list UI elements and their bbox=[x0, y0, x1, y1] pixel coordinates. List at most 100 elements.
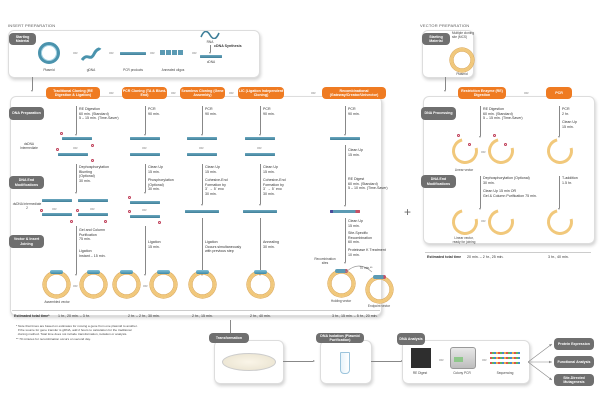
or-label: OR bbox=[199, 146, 204, 150]
output-functional-analysis[interactable]: Functional Analysis bbox=[554, 356, 594, 368]
or-label: OR bbox=[439, 358, 444, 362]
annealed-oligos-icon bbox=[160, 50, 184, 55]
step-clean-up: Clean Up 15 min. bbox=[263, 165, 278, 174]
or-label: OR bbox=[90, 207, 95, 211]
assembled-vector-icon bbox=[189, 271, 216, 298]
method-recombinational[interactable]: Recombinational (Gateway/Creator/Univect… bbox=[322, 87, 386, 99]
or-label: OR bbox=[481, 150, 486, 154]
mcs-label: Multiple cloning site (MCS) bbox=[452, 31, 474, 39]
arrow bbox=[209, 45, 212, 54]
step-site-specific-recombination: Site-Specific Recombination 60 min. bbox=[348, 231, 372, 245]
step-annealing: Annealing 30 min. bbox=[263, 240, 279, 249]
or-label: OR bbox=[171, 91, 176, 95]
phosphate-icon bbox=[468, 143, 471, 146]
flow-arrow bbox=[283, 360, 315, 363]
tube-icon bbox=[340, 352, 350, 374]
flow-arrow bbox=[479, 106, 482, 138]
row-dsdna-intermediate-2: dsDNA Intermediate 2 bbox=[12, 202, 42, 210]
flow-arrow bbox=[144, 106, 147, 136]
output-site-directed-mutagenesis[interactable]: Site-Directed Mutagenesis bbox=[554, 374, 594, 386]
phosphate-icon bbox=[504, 143, 507, 146]
starting-material-tag: Starting Material bbox=[9, 33, 36, 45]
total-recombinational: 3 hr., 15 min. – 5 hr., 20 min. bbox=[332, 314, 378, 318]
flow-arrow bbox=[201, 106, 204, 136]
seventy-min-label: 70 min.** bbox=[359, 266, 373, 270]
phosphate-icon bbox=[104, 220, 107, 223]
step-phosphorylation: Phosphorylation (Optional) 30 min. bbox=[148, 178, 174, 192]
vector-total-re: 20 min. – 2 hr., 25 min. bbox=[467, 255, 504, 259]
material-plasmid-label: Plasmid bbox=[43, 68, 55, 72]
analysis-colony-pcr[interactable]: Colony PCR bbox=[453, 371, 471, 375]
step-cohesive-end: Cohesive-End Formation by 3´ → 5´ exo 30… bbox=[205, 178, 228, 197]
or-label: OR bbox=[73, 284, 78, 288]
plus-icon: + bbox=[404, 205, 412, 219]
or-label: OR bbox=[482, 358, 487, 362]
vector-plasmid-icon bbox=[450, 48, 474, 72]
recombination-sites-label: Recombination sites bbox=[314, 257, 336, 265]
step-vector-pcr: PCR 2 hr. bbox=[562, 107, 570, 116]
analysis-re-digest[interactable]: RE Digest bbox=[412, 371, 428, 375]
method-seamless-cloning[interactable]: Seamless Cloning (Gene Assembly) bbox=[180, 87, 225, 99]
or-label: OR bbox=[257, 146, 262, 150]
insert-prep-title: INSERT PREPARATION bbox=[8, 23, 56, 28]
method-traditional-cloning[interactable]: Traditional Cloning (RE Digestion & Liga… bbox=[46, 87, 100, 99]
vector-plasmid-label: Plasmid bbox=[456, 72, 468, 76]
total-pcr-cloning: 2 hr. – 2 hr., 30 min. bbox=[128, 314, 160, 318]
phosphate-icon bbox=[70, 220, 73, 223]
dsdna-strand bbox=[130, 137, 160, 140]
dsdna-strand bbox=[78, 213, 108, 216]
phosphate-icon bbox=[128, 196, 131, 199]
dsdna-strand bbox=[187, 137, 217, 140]
phosphate-icon bbox=[91, 159, 94, 162]
insert-segment bbox=[373, 275, 386, 279]
step-vector-dephosphorylation: Dephosphorylation (Optional) 30 min. bbox=[483, 176, 530, 185]
phosphate-icon bbox=[56, 148, 59, 151]
assembled-vector-icon bbox=[43, 271, 70, 298]
or-label: OR bbox=[524, 91, 529, 95]
note-line: cloning method. Total time does not incl… bbox=[16, 332, 128, 337]
insert-segment bbox=[87, 270, 100, 274]
output-arrows bbox=[528, 343, 553, 381]
row-dna-processing: DNA Processing bbox=[421, 107, 456, 120]
step-pcr: PCR 90 min. bbox=[348, 107, 360, 116]
step-pcr: PCR 90 min. bbox=[205, 107, 217, 116]
or-label: OR bbox=[73, 51, 78, 55]
dsdna-strand bbox=[130, 215, 160, 218]
row-dna-end-modifications: DNA End Modifications bbox=[9, 176, 44, 189]
method-pcr-cloning[interactable]: PCR Cloning (TA & Blunt-End) bbox=[122, 87, 167, 99]
total-seamless: 2 hr., 15 min. bbox=[192, 314, 213, 318]
flow-arrow bbox=[31, 77, 34, 92]
assembled-vector-icon bbox=[150, 271, 177, 298]
step-t-addition: T-addition 1.5 hr. bbox=[562, 176, 578, 185]
row-dna-preparation: DNA Preparation bbox=[9, 107, 44, 120]
cdna-synthesis-label: cDNA Synthesis bbox=[214, 44, 242, 48]
phosphate-icon bbox=[457, 134, 460, 137]
dsdna-strand bbox=[243, 210, 277, 213]
step-ligation: Ligation Instant – 15 min. bbox=[79, 249, 106, 258]
petri-dish-icon bbox=[222, 353, 276, 371]
vector-total-label: Estimated total time bbox=[427, 255, 462, 259]
flow-arrow bbox=[344, 145, 347, 207]
step-vector-re-digestion: RE Digestion 60 min. (Standard) 5 – 15 m… bbox=[483, 107, 523, 121]
dsdna-strand bbox=[187, 153, 217, 156]
flow-arrow bbox=[201, 218, 204, 276]
flow-arrow bbox=[444, 77, 447, 92]
analysis-sequencing[interactable]: Sequencing bbox=[496, 371, 514, 375]
phosphate-icon bbox=[40, 209, 43, 212]
flow-arrow bbox=[75, 106, 78, 136]
flow-arrow bbox=[371, 360, 403, 363]
assembled-vector-icon bbox=[247, 271, 274, 298]
row-vector-end-modifications: DNA End Modifications bbox=[421, 175, 456, 188]
vector-method-re-digestion[interactable]: Restriction Enzyme (RE) Digestion bbox=[458, 87, 506, 99]
flow-arrow bbox=[558, 106, 561, 138]
step-pcr: PCR 90 min. bbox=[148, 107, 160, 116]
vector-method-pcr[interactable]: PCR bbox=[546, 87, 572, 99]
flow-arrow bbox=[558, 176, 561, 210]
step-pcr: PCR 90 min. bbox=[263, 107, 275, 116]
output-protein-expression[interactable]: Protein Expression bbox=[554, 338, 594, 350]
note-line: ** 70 minutes for recombination occurs o… bbox=[16, 336, 91, 341]
step-re-digestion: RE Digestion 60 min. (Standard) 5 – 15 m… bbox=[79, 107, 119, 121]
or-label: OR bbox=[229, 91, 234, 95]
method-lic[interactable]: LIC (Ligation Independent Cloning) bbox=[238, 87, 284, 99]
or-label: OR bbox=[109, 91, 114, 95]
